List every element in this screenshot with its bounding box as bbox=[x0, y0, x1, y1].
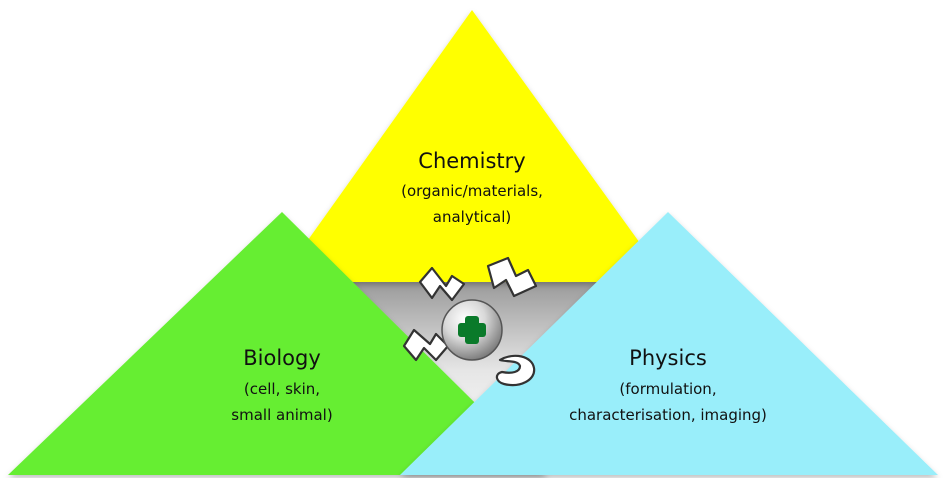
chemistry-title: Chemistry bbox=[418, 149, 525, 173]
chemistry-subtitle-line2: analytical) bbox=[433, 208, 511, 226]
physics-title: Physics bbox=[629, 346, 707, 370]
center-panel bbox=[350, 282, 600, 460]
biology-triangle bbox=[8, 212, 548, 475]
biology-subtitle-line1: (cell, skin, bbox=[244, 380, 320, 398]
green-cross-icon bbox=[458, 316, 486, 344]
physics-subtitle-line1: (formulation, bbox=[619, 380, 716, 398]
nms-logo-icon bbox=[402, 256, 538, 387]
biology-subtitle-line2: small animal) bbox=[231, 406, 332, 424]
chemistry-subtitle-line1: (organic/materials, bbox=[401, 182, 543, 200]
biology-title: Biology bbox=[243, 346, 321, 370]
physics-triangle bbox=[400, 212, 938, 475]
chemistry-triangle bbox=[278, 10, 668, 282]
physics-subtitle-line2: characterisation, imaging) bbox=[569, 406, 767, 424]
